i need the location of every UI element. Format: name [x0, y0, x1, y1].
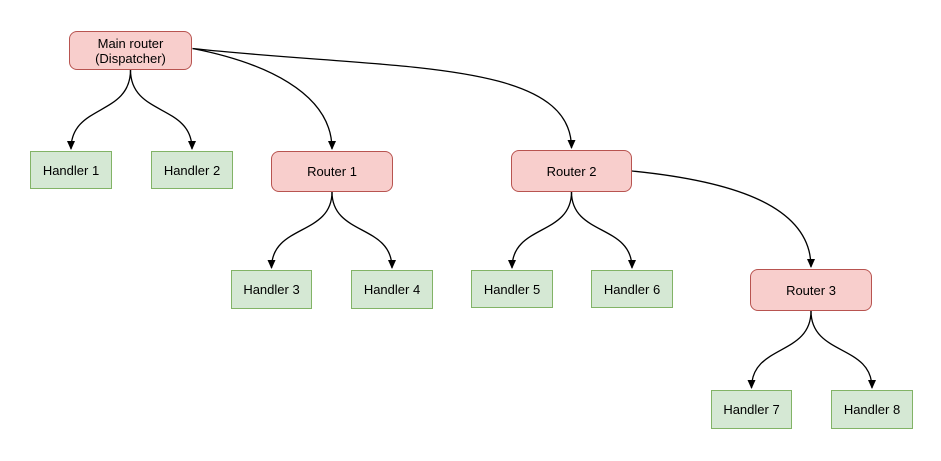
node-handler-8: Handler 8 — [831, 390, 913, 429]
node-handler-4: Handler 4 — [351, 270, 433, 309]
edge-router2-to-handler6 — [570, 191, 636, 269]
edge-main-to-router1 — [192, 47, 336, 150]
node-handler-5: Handler 5 — [471, 270, 553, 308]
edge-router1-to-handler3 — [267, 191, 333, 269]
node-router-3: Router 3 — [750, 269, 872, 311]
node-handler-1: Handler 1 — [30, 151, 112, 189]
edge-main-to-handler1 — [67, 69, 132, 150]
node-handler-2: Handler 2 — [151, 151, 233, 189]
edge-main-to-handler2 — [129, 69, 196, 150]
edge-router1-to-handler4 — [331, 191, 396, 269]
edge-router2-to-handler5 — [508, 191, 573, 269]
edge-router3-to-handler8 — [810, 310, 876, 389]
node-handler-3: Handler 3 — [231, 270, 312, 309]
node-main-router: Main router (Dispatcher) — [69, 31, 192, 70]
edge-router3-to-handler7 — [747, 310, 812, 389]
edge-router2-to-router3 — [631, 170, 815, 268]
node-router-1: Router 1 — [271, 151, 393, 192]
node-handler-6: Handler 6 — [591, 270, 673, 308]
edge-main-to-router2 — [192, 47, 576, 149]
node-handler-7: Handler 7 — [711, 390, 792, 429]
node-router-2: Router 2 — [511, 150, 632, 192]
